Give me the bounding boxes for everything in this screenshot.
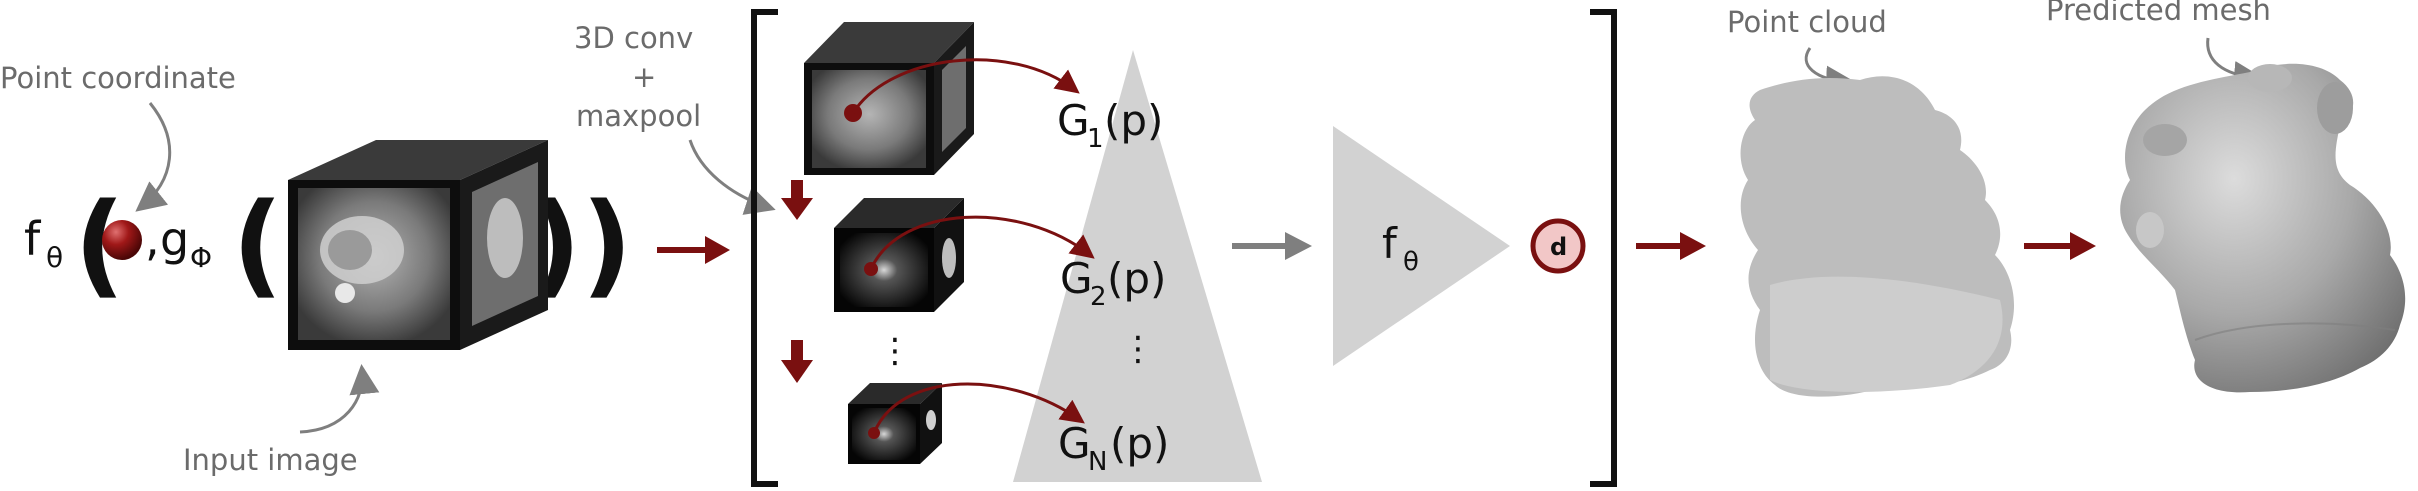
conv-pointer xyxy=(688,139,776,215)
predicted-mesh-label: Predicted mesh xyxy=(2046,0,2271,27)
output-symbol: d xyxy=(1550,233,1567,261)
cube-dots: ⋮ xyxy=(878,331,912,371)
gn-base: G xyxy=(1058,419,1091,468)
gn-sub: N xyxy=(1088,447,1107,477)
conv-label-line3: maxpool xyxy=(576,99,701,133)
decoder-triangle xyxy=(1333,126,1510,366)
arrow-to-point-cloud xyxy=(1636,232,1706,260)
feature-g2: G 2 (p) xyxy=(1060,254,1166,312)
feature-arrow-2 xyxy=(869,215,1095,270)
feature-gn: G N (p) xyxy=(1058,419,1169,477)
down-arrow-2 xyxy=(781,340,813,383)
feature-g1: G 1 (p) xyxy=(1057,96,1163,154)
point-coordinate-label: Point coordinate xyxy=(0,61,236,95)
decoder-f: f xyxy=(1382,219,1398,268)
right-bracket xyxy=(1590,9,1617,487)
cube-top-face xyxy=(288,140,548,180)
output-circle xyxy=(1530,218,1586,274)
g2-arg: (p) xyxy=(1107,254,1166,303)
feature-cube-3 xyxy=(848,383,942,464)
feature-arrow-1 xyxy=(851,58,1080,114)
g1-arg: (p) xyxy=(1104,96,1163,145)
point-coordinate-pointer xyxy=(135,102,172,212)
formula-f-sub: θ xyxy=(46,241,63,274)
g1-sub: 1 xyxy=(1087,124,1104,154)
input-image-pointer xyxy=(299,364,380,434)
gn-arg: (p) xyxy=(1110,419,1169,468)
feature-arrow-3 xyxy=(872,382,1085,434)
formula-g: g xyxy=(160,212,189,266)
input-image-label: Input image xyxy=(183,443,358,477)
predicted-mesh-shape xyxy=(2120,63,2406,393)
feature-pyramid xyxy=(1013,50,1262,482)
feature-cube-1 xyxy=(804,22,974,175)
formula-comma: , xyxy=(145,212,160,266)
g2-sub: 2 xyxy=(1090,282,1107,312)
formula-g-sub: Φ xyxy=(190,241,212,274)
left-bracket xyxy=(751,9,778,487)
g2-base: G xyxy=(1060,254,1093,303)
input-image-cube xyxy=(288,140,548,350)
feature-dots: ⋮ xyxy=(1121,329,1155,369)
conv-label-line2: + xyxy=(632,60,656,94)
down-arrow-1 xyxy=(781,180,813,220)
arrow-to-mesh xyxy=(2024,232,2096,260)
formula-f: f xyxy=(24,212,42,266)
point-cloud-shape xyxy=(1740,76,2015,397)
decoder-f-sub: θ xyxy=(1403,247,1419,277)
formula-open-paren-2: ( xyxy=(232,180,283,310)
encoder-bracket xyxy=(751,9,1617,487)
conv-label-line1: 3D conv xyxy=(574,21,693,55)
point-cloud-pointer xyxy=(1804,47,1856,96)
point-ball-icon xyxy=(102,220,142,260)
arrow-to-decoder xyxy=(1232,232,1312,260)
point-cloud-label: Point cloud xyxy=(1727,5,1887,39)
feature-cube-2 xyxy=(834,198,964,312)
arrow-to-encoder xyxy=(657,236,730,264)
g1-base: G xyxy=(1057,96,1090,145)
